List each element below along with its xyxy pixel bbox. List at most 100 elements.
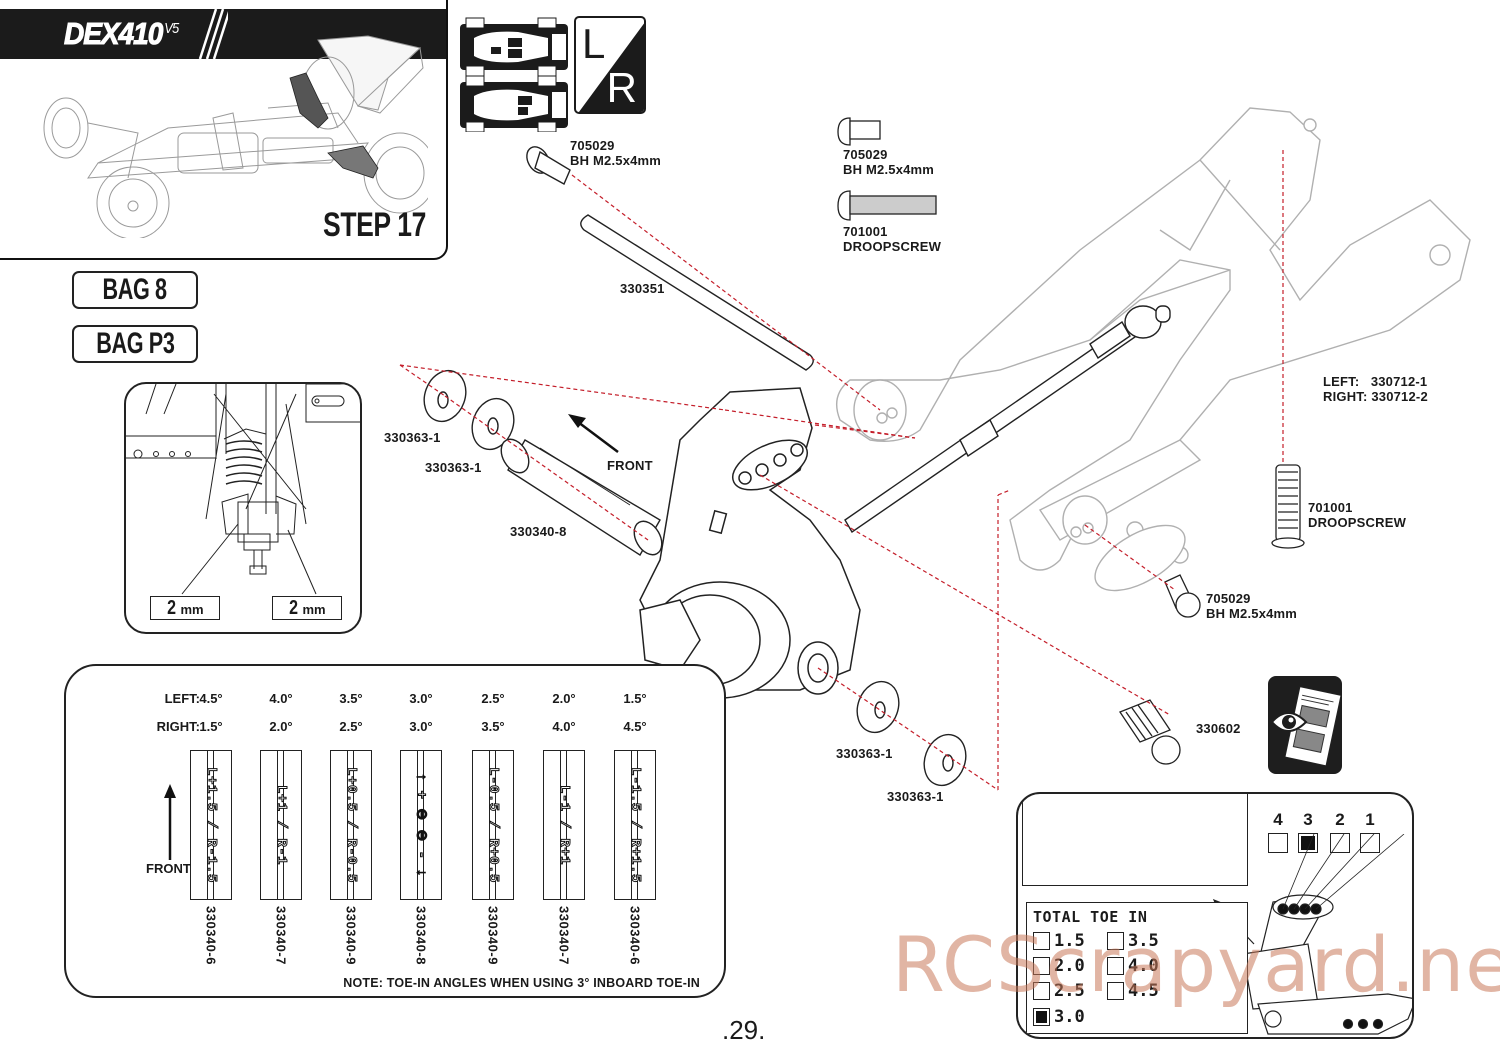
screw-705029-top (526, 146, 571, 185)
right-angle: 4.0° (552, 719, 576, 734)
toe-value: 2.0 (1054, 956, 1085, 976)
insert-marking: L+1 / R-1 (273, 784, 290, 866)
bag-badge-p3: BAG P3 (72, 325, 198, 363)
insert-marking: L+1.5 / R-1.5 (203, 767, 220, 884)
toe-value: 4.0 (1128, 956, 1159, 976)
suspension-arm (836, 107, 1471, 592)
toe-option[interactable]: 3.0 (1033, 1007, 1085, 1027)
front-arrow-icon (164, 784, 176, 860)
legend-item-705029: 705029 BH M2.5x4mm (843, 147, 934, 177)
spacer-unit: mm (180, 602, 204, 617)
right-angle: 1.5° (199, 719, 223, 734)
left-angle: 3.5° (339, 691, 363, 706)
toe-note: NOTE: TOE-IN ANGLES WHEN USING 3° INBOAR… (343, 976, 700, 990)
callout-washer-b: 330363-1 (425, 460, 482, 475)
toe-option[interactable]: 2.0 (1033, 956, 1085, 976)
callout-arm: LEFT: 330712-1 RIGHT: 330712-2 (1323, 374, 1428, 404)
part-desc: DROOPSCREW (843, 239, 942, 254)
insert-part-number: 330340-8 (391, 906, 451, 1016)
toe-option[interactable]: 4.0 (1107, 956, 1159, 976)
toe-option[interactable]: 3.5 (1107, 931, 1159, 951)
toe-checkbox[interactable] (1033, 932, 1050, 950)
lower-hardware (1119, 464, 1305, 765)
part-desc: BH M2.5x4mm (1206, 606, 1298, 621)
toe-value: 2.5 (1054, 981, 1085, 1001)
part-number-text: 330340-8 (413, 906, 429, 965)
part-number: 705029 (1206, 591, 1251, 606)
callout-droopscrew: 701001 DROOPSCREW (1308, 500, 1406, 530)
callout-ballstud: 330602 (1196, 721, 1241, 736)
front-arrow-icon (568, 414, 619, 453)
legend-item-701001: 701001 DROOPSCREW (843, 224, 941, 254)
part-number: 701001 (1308, 500, 1353, 515)
part-desc: BH M2.5x4mm (843, 162, 935, 177)
toe-option[interactable]: 2.5 (1033, 981, 1085, 1001)
toe-insert-330340-9: L+0.5 / R-0.5 (330, 750, 372, 900)
insert-part-number: 330340-9 (321, 906, 381, 1016)
insert-groove (417, 751, 424, 899)
toe-checkbox[interactable] (1033, 957, 1050, 975)
hole-number: 4 (1273, 810, 1283, 829)
insert-groove (631, 751, 638, 899)
toe-insert-330340-9: L-0.5 / R+0.5 (472, 750, 514, 900)
car-illustration (43, 35, 428, 238)
insert-marking: L-1.5 / R+1.5 (627, 767, 644, 884)
part-number: 705029 (570, 138, 615, 153)
left-angle: 2.0° (552, 691, 576, 706)
hole-number: 3 (1303, 810, 1313, 829)
toe-value: 1.5 (1054, 931, 1085, 951)
hole-number: 2 (1335, 810, 1345, 829)
insert-marking: L-0.5 / R+0.5 (485, 767, 502, 884)
toe-insert-330340-6: L+1.5 / R-1.5 (190, 750, 232, 900)
arm-left-part: LEFT: 330712-1 (1323, 374, 1428, 389)
parts-legend-graphics (837, 117, 937, 221)
callout-washer-c: 330363-1 (836, 746, 893, 761)
part-number-text: 330340-9 (485, 906, 501, 965)
insert-part-number: 330340-6 (181, 906, 241, 1016)
insert-part-number: 330340-7 (534, 906, 594, 1016)
left-angle: 4.0° (269, 691, 293, 706)
toe-checkbox[interactable] (1107, 957, 1124, 975)
insert-marking: L-1 / R+1 (556, 784, 573, 866)
car-topview-icon (460, 17, 568, 133)
right-angle: 4.5° (623, 719, 647, 734)
toe-checkbox[interactable] (1033, 1008, 1050, 1026)
page-number: .29. (722, 1015, 766, 1045)
toe-insert-330340-6: L-1.5 / R+1.5 (614, 750, 656, 900)
toe-option[interactable]: 1.5 (1033, 931, 1085, 951)
total-toe-title: TOTAL TOE IN (1033, 908, 1148, 926)
toe-option[interactable]: 4.5 (1107, 981, 1159, 1001)
toe-insert-330340-8: ↑ + ⊖ ⊖ - ↓ (400, 750, 442, 900)
eye-document-icon (1268, 676, 1342, 774)
hub-carrier (639, 387, 861, 699)
part-number-text: 330340-7 (556, 906, 572, 965)
toe-checkbox[interactable] (1107, 932, 1124, 950)
step-title: STEP 17 (323, 206, 426, 244)
spacer-value: 2 (289, 597, 299, 619)
callout-hinge-pin: 330351 (620, 281, 665, 296)
left-angle: 2.5° (481, 691, 505, 706)
part-number-text: 330340-9 (343, 906, 359, 965)
hole-number: 1 (1365, 810, 1375, 829)
insert-marking: L+0.5 / R-0.5 (343, 767, 360, 884)
toe-checkbox[interactable] (1107, 982, 1124, 1000)
hole-checkbox-4[interactable] (1268, 833, 1288, 853)
diagonal-fill (578, 23, 644, 112)
left-right-badge: L R (574, 16, 646, 114)
total-toe-table: TOTAL TOE IN 1.5 3.5 2.0 4.0 2.5 4.5 3.0 (1026, 902, 1248, 1034)
toe-value: 3.5 (1128, 931, 1159, 951)
toe-checkbox[interactable] (1033, 982, 1050, 1000)
left-angle: 3.0° (409, 691, 433, 706)
hole-checkbox-1[interactable] (1360, 833, 1380, 853)
hub-carrier-sketch (1183, 834, 1412, 1035)
callout-insert: 330340-8 (510, 524, 567, 539)
brand-name: DEX410 (63, 16, 163, 51)
bag-label: BAG 8 (102, 273, 168, 306)
part-desc: BH M2.5x4mm (570, 153, 662, 168)
right-angle: 3.0° (409, 719, 433, 734)
washers (423, 369, 967, 787)
